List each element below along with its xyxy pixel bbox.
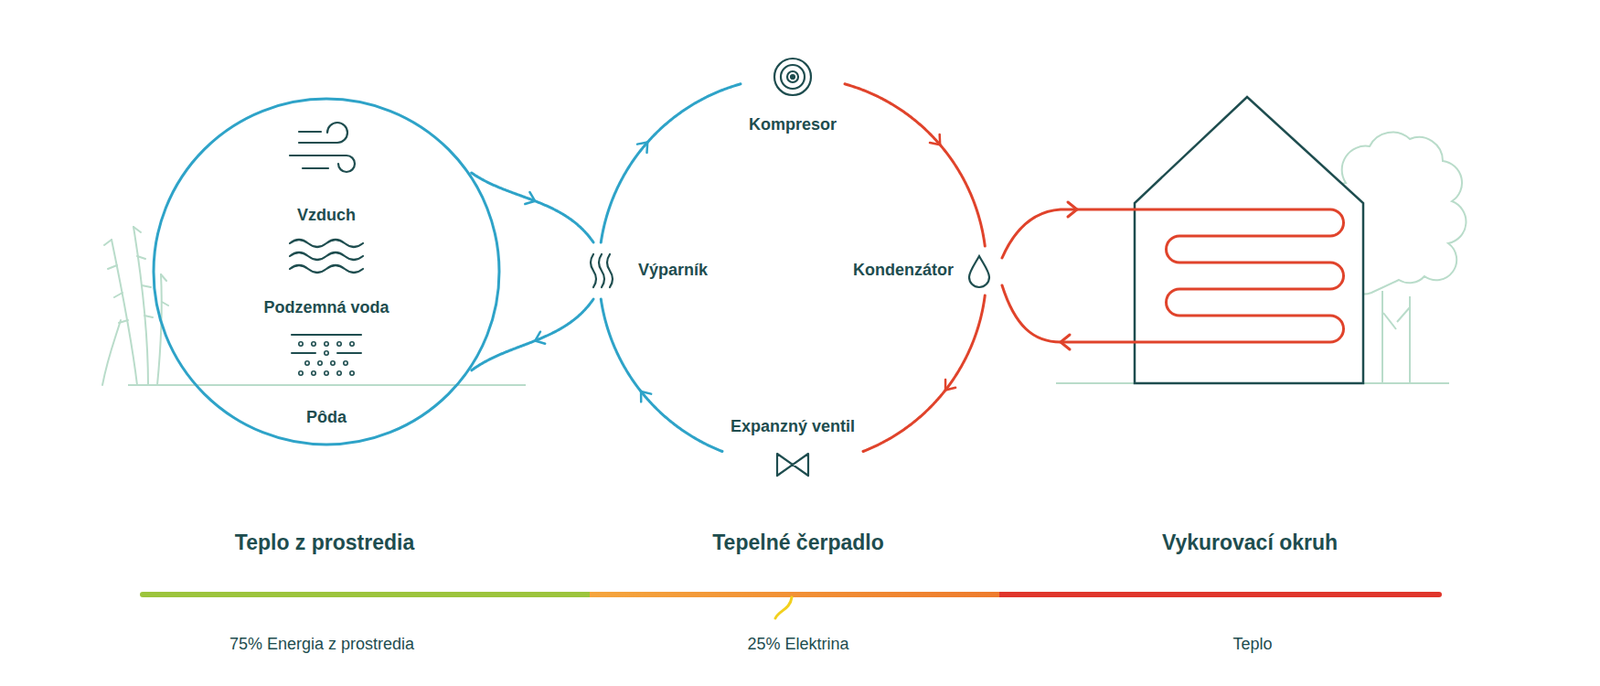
soil-dot — [311, 371, 316, 375]
node-label: Kompresor — [748, 115, 837, 136]
circle-outline — [151, 96, 502, 447]
soil-dot — [324, 371, 329, 375]
flow-connector — [844, 84, 985, 246]
soil-dot — [350, 371, 354, 375]
icon-slot — [966, 254, 992, 288]
arrow-head — [524, 192, 535, 204]
cycle-component: Kondenzátor — [847, 248, 998, 293]
node-label: Výparník — [638, 260, 708, 281]
arrow-head — [929, 134, 940, 145]
soil-dot — [298, 371, 303, 375]
soil-icon — [291, 334, 362, 375]
flow-connector — [600, 84, 741, 243]
arrow-head — [945, 379, 956, 390]
soil-dot — [350, 341, 354, 346]
source-circle: VzduchPodzemná vodaPôda — [151, 96, 502, 447]
soil-dot — [343, 361, 348, 365]
connector-line — [600, 298, 723, 452]
node-label: Pôda — [151, 407, 502, 428]
connector-line — [844, 84, 985, 246]
energy-share-label: 75% Energia z prostredia — [229, 634, 415, 655]
soil-dot — [324, 351, 329, 355]
soil-dot — [305, 361, 310, 365]
icon-slot — [772, 449, 813, 480]
arrow-head — [640, 391, 651, 402]
icon-slot — [772, 56, 813, 97]
soil-dot — [337, 341, 342, 346]
cycle-component: Kompresor — [743, 51, 843, 141]
arrow-head — [534, 331, 545, 344]
node-label: Vzduch — [151, 205, 502, 226]
wind-icon — [289, 122, 355, 172]
flow-connector — [471, 172, 594, 243]
condenser-icon — [969, 256, 990, 288]
energy-share-label: Teplo — [1232, 634, 1272, 655]
water-icon — [289, 239, 363, 273]
evaporator-icon — [590, 254, 613, 288]
heating-circuit — [1002, 202, 1344, 350]
soil-dot — [330, 361, 335, 365]
flow-connector — [863, 295, 985, 452]
flow-connector — [600, 298, 723, 452]
connector-line — [600, 84, 741, 243]
circle-outline — [153, 98, 500, 445]
soil-dot — [298, 341, 303, 346]
soil-dot — [324, 341, 329, 346]
connector-line — [471, 298, 594, 371]
connector-line — [471, 172, 594, 243]
soil-dot — [318, 361, 322, 365]
node-label: Kondenzátor — [853, 260, 954, 281]
section-title: Tepelné čerpadlo — [712, 530, 884, 556]
soil-dot — [311, 341, 316, 346]
arrow-head — [637, 142, 648, 153]
compressor-icon — [774, 58, 811, 96]
ground-line — [128, 384, 526, 386]
node-label: Expanzný ventil — [730, 416, 855, 438]
valve-icon — [777, 453, 809, 476]
icon-slot — [585, 250, 619, 291]
flow-connector — [471, 298, 594, 371]
connector-line — [863, 295, 985, 452]
section-title: Vykurovací okruh — [1162, 530, 1338, 556]
node-label: Podzemná voda — [151, 298, 502, 319]
cycle-component: Expanzný ventil — [725, 411, 861, 485]
cycle-component: Výparník — [579, 245, 714, 297]
electricity-tick — [775, 597, 792, 619]
section-title: Teplo z prostredia — [234, 530, 415, 556]
soil-dot — [337, 371, 342, 375]
energy-share-label: 25% Elektrina — [746, 634, 849, 655]
